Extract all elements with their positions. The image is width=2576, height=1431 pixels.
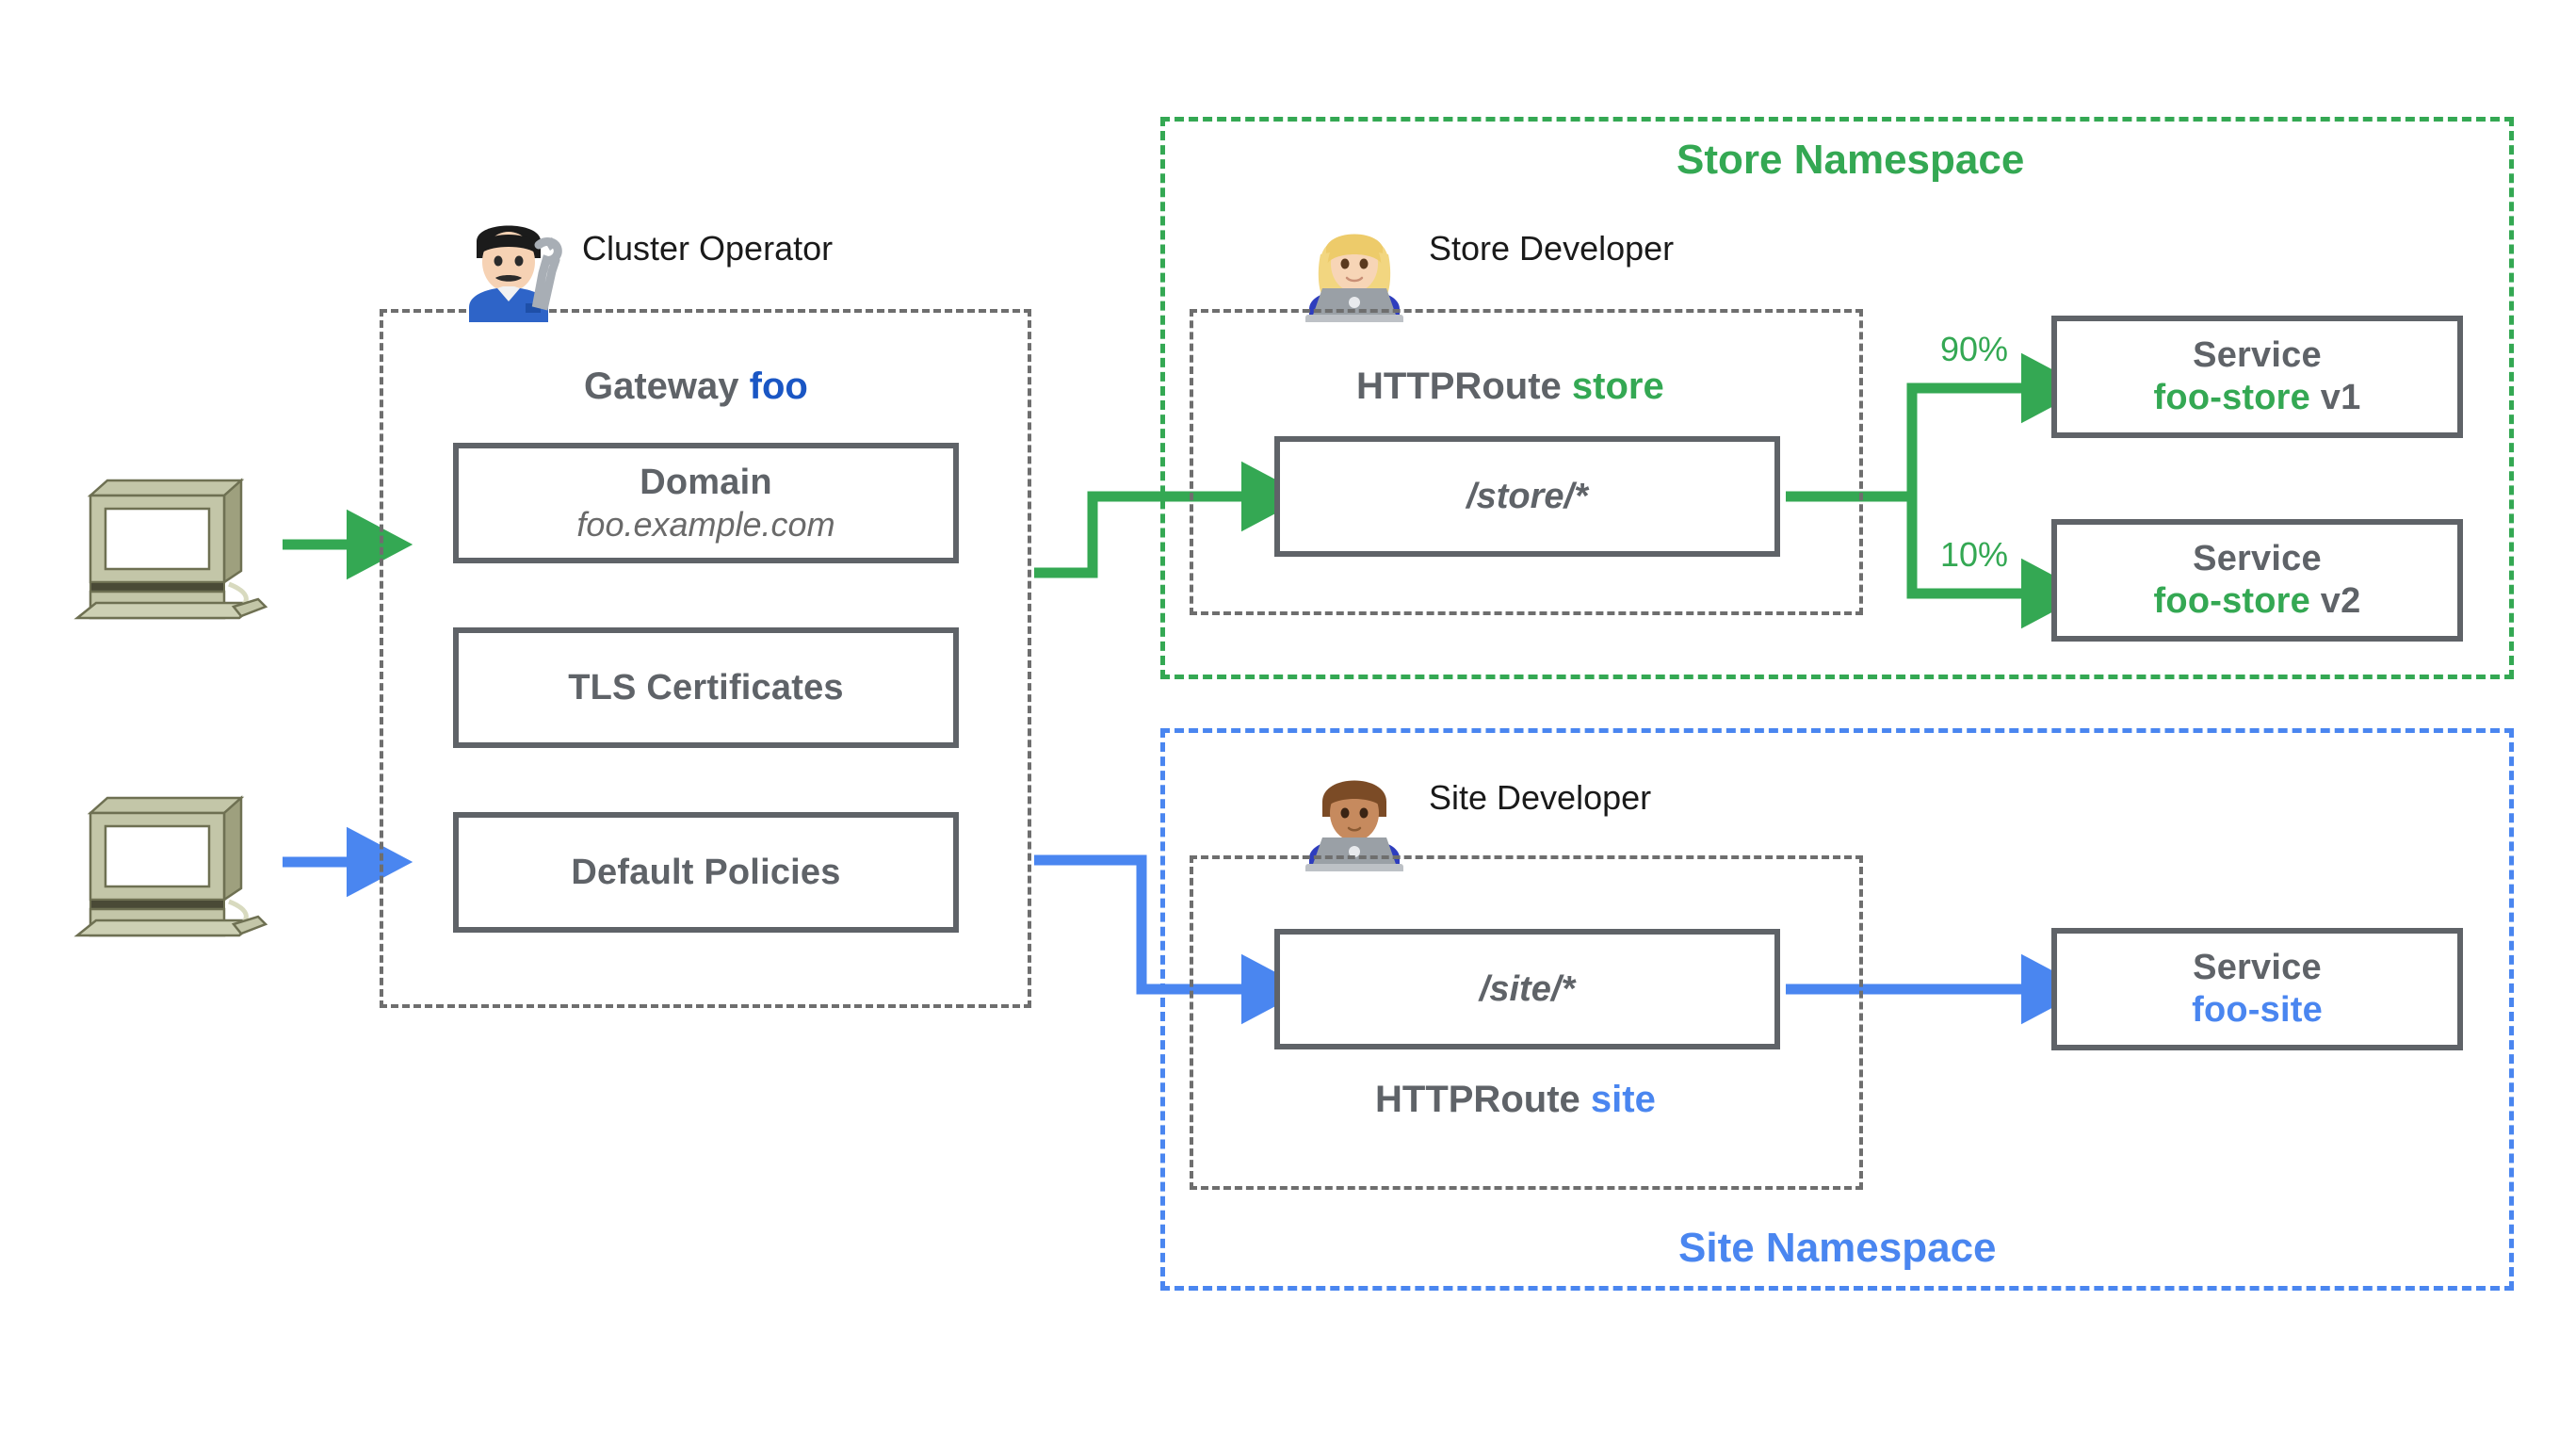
cluster-operator-label: Cluster Operator [582, 229, 834, 268]
store-httproute-title-prefix: HTTPRoute [1356, 366, 1562, 407]
service-foo-site-box[interactable]: Service foo-site [2051, 928, 2463, 1050]
service-foo-store-v2-box[interactable]: Service foo-store v2 [2051, 519, 2463, 642]
store-v2-weight-label: 10% [1940, 535, 2009, 574]
store-v1-weight-label: 90% [1940, 330, 2009, 368]
man-with-laptop-icon [1305, 780, 1403, 871]
service-version: v1 [2320, 378, 2361, 417]
store-namespace-frame [1160, 117, 2514, 679]
service-version: v2 [2320, 581, 2361, 621]
site-developer-label: Site Developer [1429, 778, 1652, 817]
desktop-computer-icon [73, 795, 268, 937]
service-kind-label: Service [2193, 539, 2322, 579]
store-httproute-group-frame [1190, 309, 1863, 615]
gateway-default-policies-box[interactable]: Default Policies [453, 812, 959, 933]
domain-label: Domain [640, 462, 772, 502]
service-name-row: foo-store v1 [2154, 377, 2361, 419]
service-kind-label: Service [2193, 948, 2322, 988]
service-kind-label: Service [2193, 335, 2322, 376]
desktop-computer-icon [73, 478, 268, 620]
store-namespace-title: Store Namespace [1677, 137, 2025, 183]
site-httproute-group-frame [1190, 855, 1863, 1190]
store-httproute-title: HTTPRoute store [1356, 366, 1664, 408]
woman-with-laptop-icon [1305, 234, 1403, 322]
site-httproute-title: HTTPRoute site [1375, 1079, 1656, 1121]
site-httproute-title-prefix: HTTPRoute [1375, 1079, 1580, 1120]
site-path-label: /site/* [1479, 968, 1576, 1009]
gateway-group-frame [380, 309, 1031, 1008]
tls-certificates-label: TLS Certificates [568, 667, 844, 707]
site-namespace-frame [1160, 728, 2514, 1291]
store-httproute-title-name: store [1571, 366, 1664, 407]
domain-value: foo.example.com [576, 504, 835, 544]
gateway-tls-certificates-box[interactable]: TLS Certificates [453, 627, 959, 748]
gateway-title: Gateway foo [584, 366, 808, 408]
site-httproute-title-name: site [1590, 1079, 1656, 1120]
store-developer-label: Store Developer [1429, 229, 1675, 268]
gateway-title-name: foo [749, 366, 808, 407]
service-name: foo-store [2153, 581, 2311, 621]
mechanic-person-icon [469, 225, 562, 322]
store-path-match-box[interactable]: /store/* [1274, 436, 1780, 557]
default-policies-label: Default Policies [571, 852, 841, 892]
gateway-title-prefix: Gateway [584, 366, 739, 407]
service-name: foo-site [2192, 990, 2323, 1030]
store-path-label: /store/* [1466, 476, 1588, 516]
gateway-domain-box[interactable]: Domain foo.example.com [453, 443, 959, 563]
site-namespace-title: Site Namespace [1678, 1225, 1997, 1271]
service-name: foo-store [2153, 378, 2311, 417]
service-name-row: foo-site [2192, 989, 2323, 1032]
site-path-match-box[interactable]: /site/* [1274, 929, 1780, 1049]
service-name-row: foo-store v2 [2154, 580, 2361, 623]
service-foo-store-v1-box[interactable]: Service foo-store v1 [2051, 316, 2463, 438]
